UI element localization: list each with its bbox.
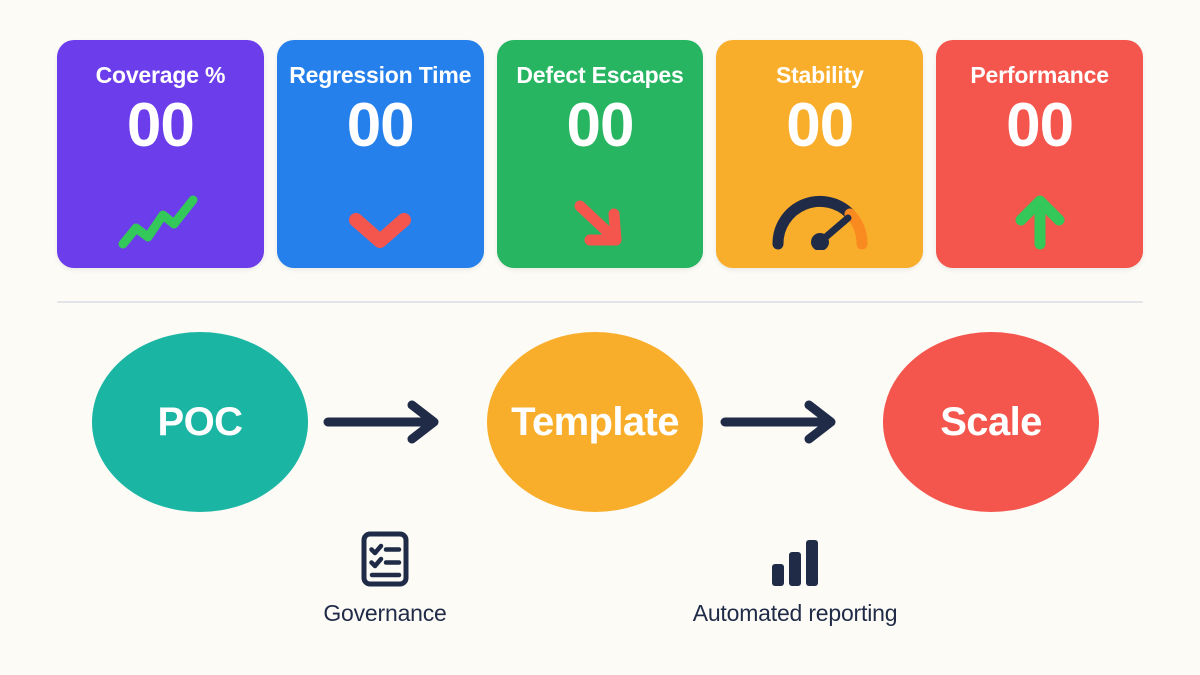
maturity-flow-diagram: POC Template Scale (0, 332, 1200, 626)
kpi-title: Performance (970, 62, 1109, 88)
kpi-value: 00 (346, 90, 415, 160)
checklist-clipboard-icon (354, 528, 416, 590)
kpi-title: Defect Escapes (516, 62, 684, 88)
arrow-template-to-scale-icon (719, 400, 847, 444)
bar-chart-icon (765, 528, 825, 590)
gauge-icon (716, 188, 923, 250)
kpi-card-regression-time[interactable]: Regression Time 00 (276, 40, 484, 268)
section-divider (57, 301, 1143, 303)
trend-up-line-icon (57, 188, 264, 250)
flow-node-label: Scale (940, 399, 1042, 444)
kpi-card-row: Coverage % 00 Regression Time 00 Defect … (57, 40, 1143, 268)
kpi-title: Coverage % (95, 62, 226, 88)
flow-node-label: Template (511, 399, 679, 444)
kpi-value: 00 (786, 90, 854, 160)
annotation-automated-reporting: Automated reporting (675, 528, 915, 627)
arrow-up-icon (936, 188, 1143, 250)
kpi-title: Stability (775, 62, 864, 88)
kpi-card-performance[interactable]: Performance 00 (936, 40, 1143, 268)
kpi-card-coverage[interactable]: Coverage % 00 (57, 40, 264, 268)
flow-node-label: POC (157, 399, 243, 444)
flow-node-poc[interactable]: POC (92, 332, 308, 512)
arrow-poc-to-template-icon (322, 400, 450, 444)
chevron-down-icon (277, 188, 484, 250)
annotation-label: Automated reporting (692, 600, 898, 626)
arrow-down-right-icon (497, 188, 704, 250)
annotation-label: Governance (323, 600, 447, 626)
kpi-value: 00 (1006, 90, 1074, 160)
flow-node-template[interactable]: Template (487, 332, 703, 512)
kpi-value: 00 (126, 90, 195, 160)
flow-node-scale[interactable]: Scale (883, 332, 1099, 512)
kpi-card-stability[interactable]: Stability 00 (716, 40, 924, 268)
annotation-governance: Governance (265, 528, 505, 627)
kpi-value: 00 (566, 90, 635, 160)
kpi-card-defect-escapes[interactable]: Defect Escapes 00 (496, 40, 704, 268)
kpi-title: Regression Time (289, 62, 472, 88)
